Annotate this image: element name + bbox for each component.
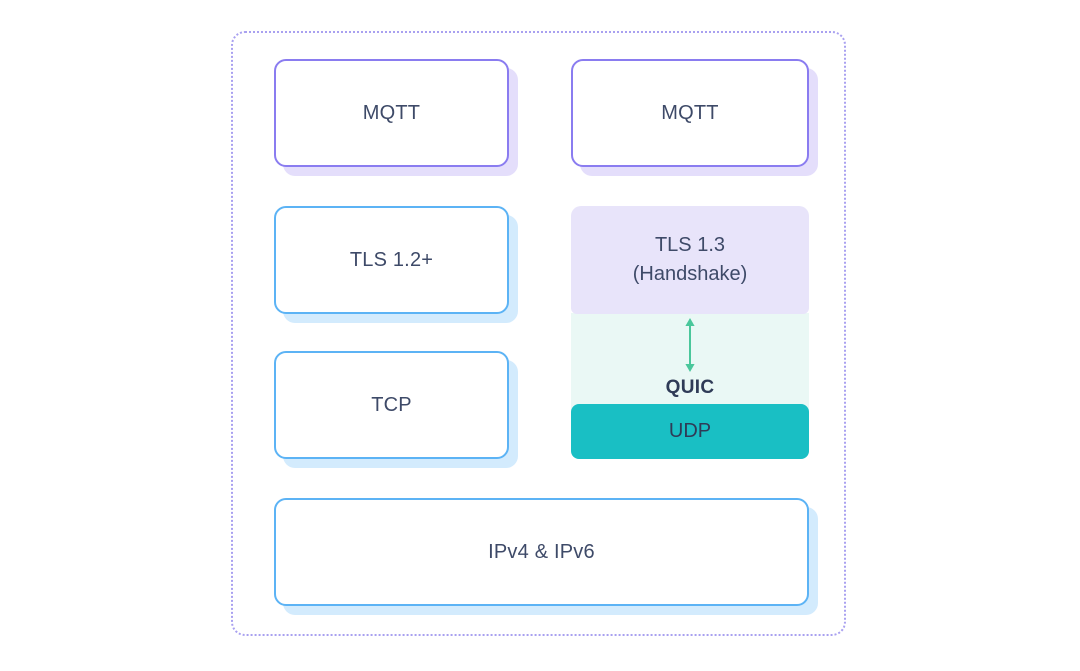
quic-bidirectional-arrow <box>571 316 809 374</box>
right-stack-layer-mqtt-label: MQTT <box>661 101 719 124</box>
diagram-outer-frame <box>231 31 846 636</box>
left-stack-layer-tls12-label: TLS 1.2+ <box>349 248 434 271</box>
double-headed-vertical-arrow-icon <box>685 318 695 372</box>
right-stack-layer-tls13: TLS 1.3 (Handshake) <box>571 206 809 314</box>
quic-protocol-label-text: QUIC <box>665 377 715 398</box>
left-stack-layer-tcp-label: TCP <box>371 393 412 416</box>
right-stack-layer-udp: UDP <box>571 404 809 459</box>
shared-network-layer-ip: IPv4 & IPv6 <box>274 498 809 606</box>
quic-stack-group: TLS 1.3 (Handshake) QUIC UDP <box>571 206 809 459</box>
left-stack-layer-mqtt-label: MQTT <box>362 101 421 124</box>
right-stack-layer-mqtt: MQTT <box>571 59 809 167</box>
left-stack-layer-tcp: TCP <box>274 351 509 459</box>
left-stack-layer-tls12: TLS 1.2+ <box>274 206 509 314</box>
shared-network-layer-ip-label: IPv4 & IPv6 <box>488 540 595 563</box>
right-stack-layer-tls13-label-line1: TLS 1.3 <box>654 234 726 256</box>
right-stack-layer-udp-label: UDP <box>668 420 712 442</box>
quic-protocol-label: QUIC <box>571 374 809 402</box>
left-stack-layer-mqtt: MQTT <box>274 59 509 167</box>
right-stack-layer-tls13-label-line2: (Handshake) <box>632 263 748 285</box>
